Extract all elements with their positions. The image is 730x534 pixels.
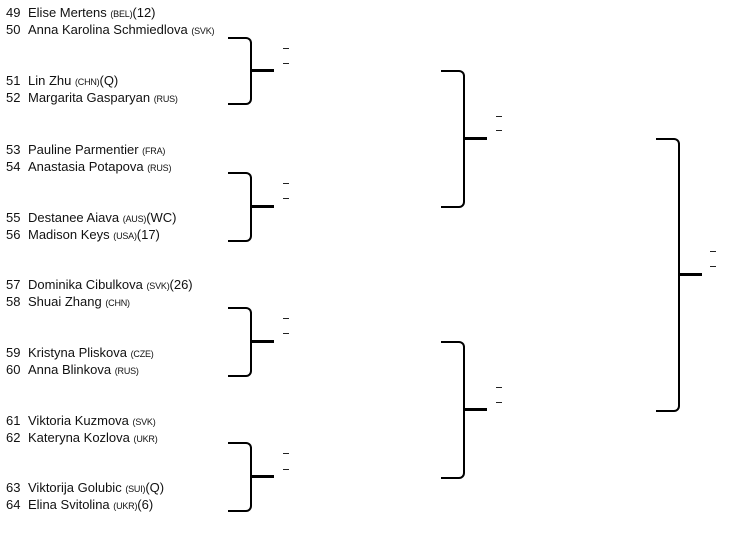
player-country: (RUS) bbox=[153, 94, 178, 104]
bracket-connector bbox=[228, 37, 252, 105]
seed-number: 61 bbox=[6, 413, 21, 428]
player-name: Margarita Gasparyan bbox=[28, 90, 154, 105]
player-name: Shuai Zhang bbox=[28, 294, 106, 309]
player-seed-tag: (26) bbox=[169, 277, 193, 292]
seed-number: 55 bbox=[6, 210, 21, 225]
bracket-connector bbox=[228, 307, 252, 377]
player-country: (UKR) bbox=[113, 501, 138, 511]
seed-number: 58 bbox=[6, 294, 21, 309]
player-name: Destanee Aiava bbox=[28, 210, 123, 225]
bracket-stem bbox=[252, 340, 274, 343]
bracket-stem bbox=[252, 475, 274, 478]
player-entry: 51 Lin Zhu (CHN)(Q) bbox=[6, 72, 118, 89]
score-placeholder bbox=[283, 63, 289, 64]
player-country: (SVK) bbox=[132, 417, 156, 427]
bracket-connector bbox=[228, 172, 252, 242]
player-name: Lin Zhu bbox=[28, 73, 75, 88]
player-name: Elina Svitolina bbox=[28, 497, 114, 512]
player-name: Anastasia Potapova bbox=[28, 159, 148, 174]
player-name: Viktorija Golubic bbox=[28, 480, 126, 495]
bracket-connector bbox=[441, 70, 465, 208]
bracket-stem bbox=[465, 137, 487, 140]
player-entry: 54 Anastasia Potapova (RUS) bbox=[6, 158, 171, 175]
player-entry: 58 Shuai Zhang (CHN) bbox=[6, 293, 130, 310]
score-placeholder bbox=[283, 469, 289, 470]
player-entry: 64 Elina Svitolina (UKR)(6) bbox=[6, 496, 153, 513]
score-placeholder bbox=[496, 116, 502, 117]
player-country: (RUS) bbox=[114, 366, 139, 376]
player-seed-tag: (12) bbox=[132, 5, 156, 20]
player-country: (FRA) bbox=[142, 146, 166, 156]
bracket-connector bbox=[656, 138, 680, 412]
player-entry: 59 Kristyna Pliskova (CZE) bbox=[6, 344, 154, 361]
score-placeholder bbox=[283, 198, 289, 199]
player-name: Elise Mertens bbox=[28, 5, 111, 20]
seed-number: 53 bbox=[6, 142, 21, 157]
seed-number: 54 bbox=[6, 159, 21, 174]
player-entry: 49 Elise Mertens (BEL)(12) bbox=[6, 4, 156, 21]
seed-number: 60 bbox=[6, 362, 21, 377]
bracket-stem bbox=[680, 273, 702, 276]
player-country: (CZE) bbox=[130, 349, 154, 359]
player-name: Dominika Cibulkova bbox=[28, 277, 147, 292]
player-country: (UKR) bbox=[133, 434, 158, 444]
player-name: Madison Keys bbox=[28, 227, 114, 242]
seed-number: 52 bbox=[6, 90, 21, 105]
bracket-stem bbox=[252, 69, 274, 72]
player-entry: 52 Margarita Gasparyan (RUS) bbox=[6, 89, 178, 106]
player-seed-tag: (WC) bbox=[146, 210, 177, 225]
player-name: Kateryna Kozlova bbox=[28, 430, 134, 445]
score-placeholder bbox=[496, 130, 502, 131]
player-name: Kristyna Pliskova bbox=[28, 345, 131, 360]
score-placeholder bbox=[496, 402, 502, 403]
score-placeholder bbox=[283, 333, 289, 334]
player-country: (BEL) bbox=[110, 9, 133, 19]
player-entry: 57 Dominika Cibulkova (SVK)(26) bbox=[6, 276, 193, 293]
score-placeholder bbox=[283, 453, 289, 454]
player-country: (CHN) bbox=[105, 298, 130, 308]
player-seed-tag: (6) bbox=[137, 497, 154, 512]
seed-number: 57 bbox=[6, 277, 21, 292]
player-country: (AUS) bbox=[122, 214, 147, 224]
player-name: Anna Blinkova bbox=[28, 362, 115, 377]
player-seed-tag: (Q) bbox=[99, 73, 119, 88]
seed-number: 50 bbox=[6, 22, 21, 37]
player-country: (CHN) bbox=[74, 77, 100, 87]
player-entry: 63 Viktorija Golubic (SUI)(Q) bbox=[6, 479, 164, 496]
player-entry: 56 Madison Keys (USA)(17) bbox=[6, 226, 160, 243]
score-placeholder bbox=[496, 387, 502, 388]
player-entry: 50 Anna Karolina Schmiedlova (SVK) bbox=[6, 21, 215, 38]
seed-number: 56 bbox=[6, 227, 21, 242]
player-name: Viktoria Kuzmova bbox=[28, 413, 133, 428]
score-placeholder bbox=[710, 251, 716, 252]
player-entry: 53 Pauline Parmentier (FRA) bbox=[6, 141, 165, 158]
seed-number: 59 bbox=[6, 345, 21, 360]
bracket-connector bbox=[441, 341, 465, 479]
player-name: Anna Karolina Schmiedlova bbox=[28, 22, 192, 37]
player-entry: 62 Kateryna Kozlova (UKR) bbox=[6, 429, 158, 446]
seed-number: 62 bbox=[6, 430, 21, 445]
bracket-connector bbox=[228, 442, 252, 512]
player-country: (USA) bbox=[113, 231, 137, 241]
player-country: (SUI) bbox=[125, 484, 146, 494]
score-placeholder bbox=[283, 183, 289, 184]
player-country: (SVK) bbox=[191, 26, 215, 36]
player-entry: 55 Destanee Aiava (AUS)(WC) bbox=[6, 209, 177, 226]
seed-number: 64 bbox=[6, 497, 21, 512]
player-entry: 60 Anna Blinkova (RUS) bbox=[6, 361, 139, 378]
seed-number: 63 bbox=[6, 480, 21, 495]
score-placeholder bbox=[283, 318, 289, 319]
bracket-stem bbox=[465, 408, 487, 411]
player-name: Pauline Parmentier bbox=[28, 142, 143, 157]
player-country: (RUS) bbox=[147, 163, 172, 173]
player-entry: 61 Viktoria Kuzmova (SVK) bbox=[6, 412, 156, 429]
bracket-stem bbox=[252, 205, 274, 208]
player-seed-tag: (Q) bbox=[145, 480, 165, 495]
player-country: (SVK) bbox=[146, 281, 170, 291]
score-placeholder bbox=[283, 48, 289, 49]
player-seed-tag: (17) bbox=[136, 227, 160, 242]
seed-number: 49 bbox=[6, 5, 21, 20]
seed-number: 51 bbox=[6, 73, 21, 88]
score-placeholder bbox=[710, 266, 716, 267]
